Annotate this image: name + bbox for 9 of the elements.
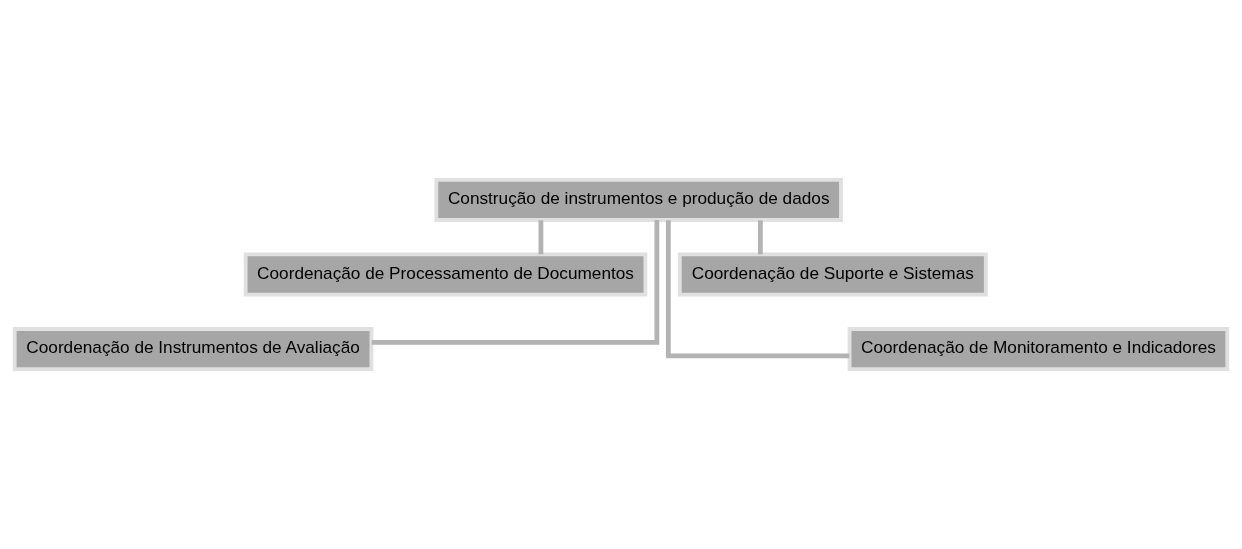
- node-box: Coordenação de Processamento de Documentos: [243, 252, 648, 297]
- node-box: Coordenação de Monitoramento e Indicadores: [847, 327, 1230, 372]
- connector: [665, 220, 850, 359]
- node-box: Coordenação de Instrumentos de Avaliação: [12, 327, 374, 372]
- node-box: Construção de instrumentos e produção de dados: [434, 177, 843, 222]
- node-box: Coordenação de Suporte e Sistemas: [677, 252, 988, 297]
- connector: [538, 220, 544, 255]
- connector: [371, 220, 660, 345]
- connector: [758, 220, 763, 255]
